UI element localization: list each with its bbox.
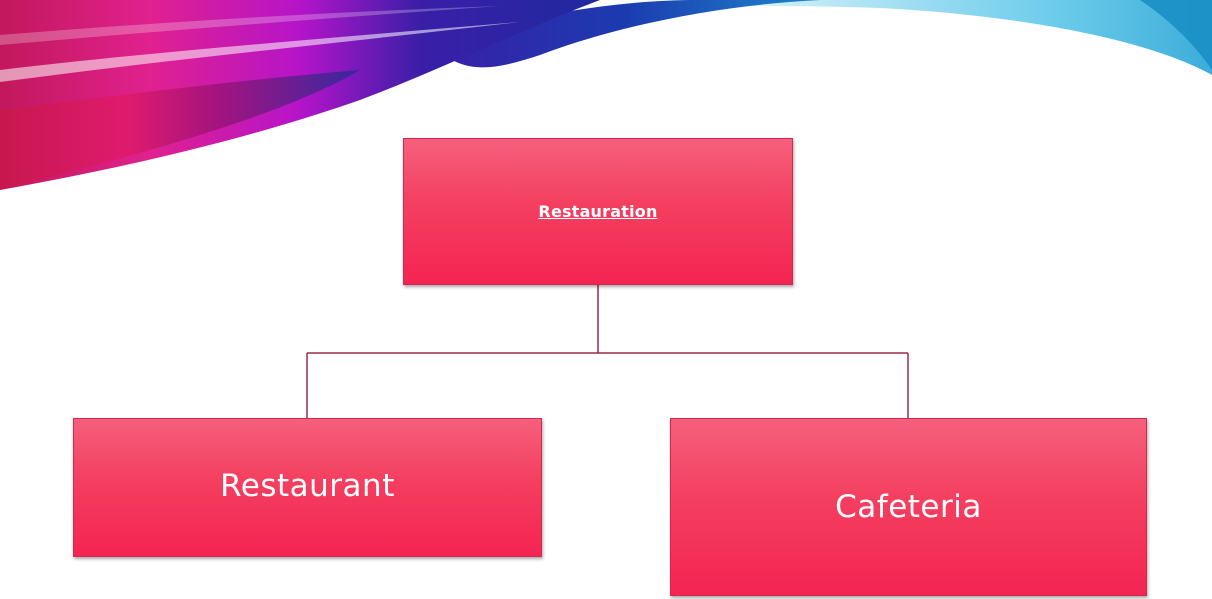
node-restaurant-label: Restaurant	[220, 468, 395, 504]
node-cafeteria-label: Cafeteria	[835, 489, 982, 525]
node-restauration-label[interactable]: Restauration	[538, 202, 658, 221]
banner-blue-band	[430, 0, 820, 68]
banner-highlight-streak	[0, 22, 520, 82]
node-restaurant: Restaurant	[73, 418, 542, 557]
node-restauration: Restauration	[403, 138, 793, 285]
banner-cyan-band	[560, 0, 1212, 75]
node-cafeteria: Cafeteria	[670, 418, 1147, 596]
decorative-swoosh-banner	[0, 0, 1212, 190]
